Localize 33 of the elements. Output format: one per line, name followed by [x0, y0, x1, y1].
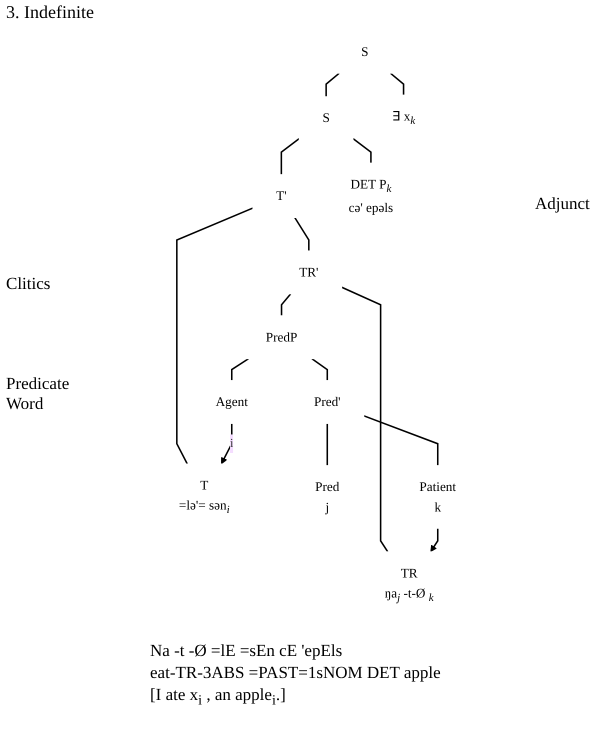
connector	[280, 138, 300, 175]
gloss-line: Na -t -Ø =lE =sEn cE 'epEls	[150, 640, 344, 662]
connector	[325, 72, 340, 97]
node-text: T'	[276, 188, 287, 204]
node-text: Pred'	[314, 394, 341, 410]
diagram-title: 3. Indefinite	[6, 2, 94, 23]
side-label: Predicate Word	[6, 374, 70, 414]
connector	[280, 293, 292, 316]
node-text: TR ŋa$_{j}$ -t-Ø $_{k}$	[384, 566, 434, 604]
translation-line: [I ate x$_{i}$ , an apple$_{i}$.]	[150, 684, 287, 710]
node-text: Pred j	[315, 479, 340, 514]
node-text: S	[361, 44, 369, 59]
connector	[312, 358, 328, 380]
connector	[341, 286, 388, 552]
connector	[230, 358, 249, 380]
connector	[326, 424, 328, 466]
side-label: Adjunct	[535, 194, 590, 214]
side-label: Clitics	[6, 274, 50, 294]
arrow	[430, 528, 439, 552]
node-text: ∃ x$_{k}$	[392, 108, 416, 128]
node-text: TR'	[299, 264, 318, 280]
node-text: DET P$_{k}$ cə' epəls	[348, 177, 394, 215]
edge-label: i	[230, 436, 234, 450]
connector	[390, 72, 404, 96]
node-text: Agent	[216, 394, 248, 410]
node-text: T =lə'= sən$_{i}$	[178, 478, 230, 516]
node-text: Patient k	[419, 479, 456, 514]
gloss-line: eat-TR-3ABS =PAST=1sNOM DET apple	[150, 662, 441, 684]
node-text: S	[322, 110, 330, 126]
connector	[352, 138, 372, 164]
node-text: PredP	[266, 330, 298, 344]
connector	[294, 217, 310, 251]
connector	[364, 415, 439, 466]
